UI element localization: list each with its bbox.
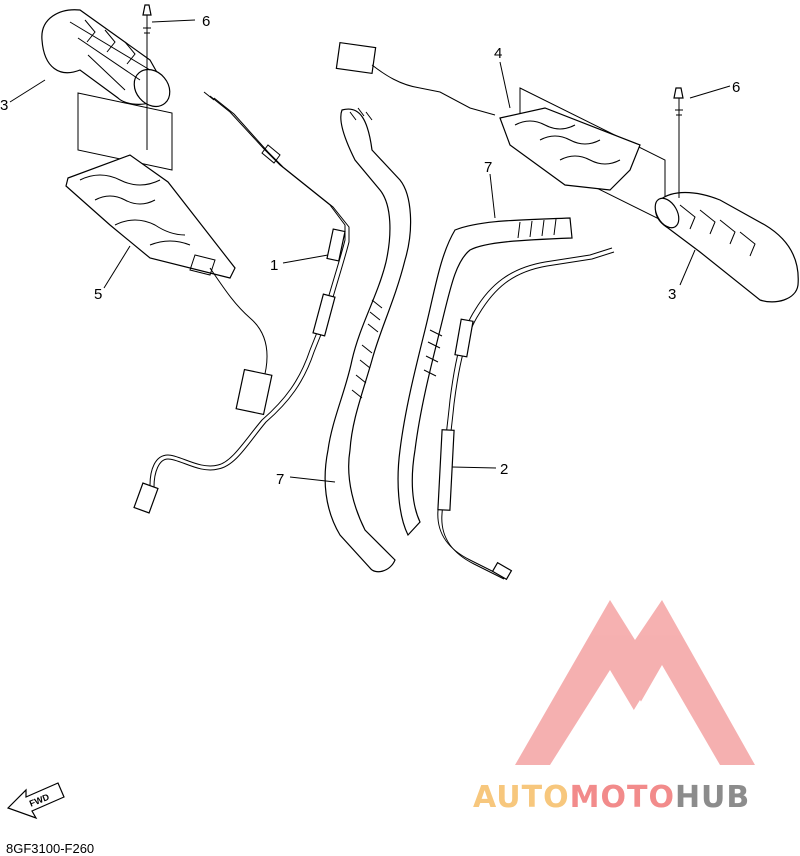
hose-7-left [324,107,412,573]
callout-3-right: 3 [668,286,676,303]
callout-6-right: 6 [732,79,740,96]
callout-7-top: 7 [484,159,492,176]
cable-2 [437,247,615,581]
callout-4: 4 [494,45,502,62]
leader-lines [9,19,731,483]
watermark-moto: MOTO [570,780,675,815]
watermark-auto: AUTO [473,780,570,815]
automotohub-logo-icon [515,600,755,765]
right-bolt [673,87,684,120]
callout-2: 2 [500,461,508,478]
diagram-code: 8GF3100-F260 [6,841,94,856]
hose-7-right [397,217,573,537]
right-grip [654,191,799,303]
callout-5: 5 [94,286,102,303]
fwd-arrow-icon: FWD [6,782,65,820]
callout-3-left: 3 [0,97,8,114]
callout-7-bottom: 7 [276,471,284,488]
left-bolt [142,4,152,36]
watermark-text: AUTOMOTOHUB [473,780,750,815]
callout-6-left: 6 [202,13,210,30]
left-grip [41,9,171,108]
callout-1: 1 [270,257,278,274]
watermark-hub: HUB [675,780,750,815]
cable-1 [133,91,350,514]
right-heater-element [335,41,666,223]
left-heater-element [65,92,273,416]
